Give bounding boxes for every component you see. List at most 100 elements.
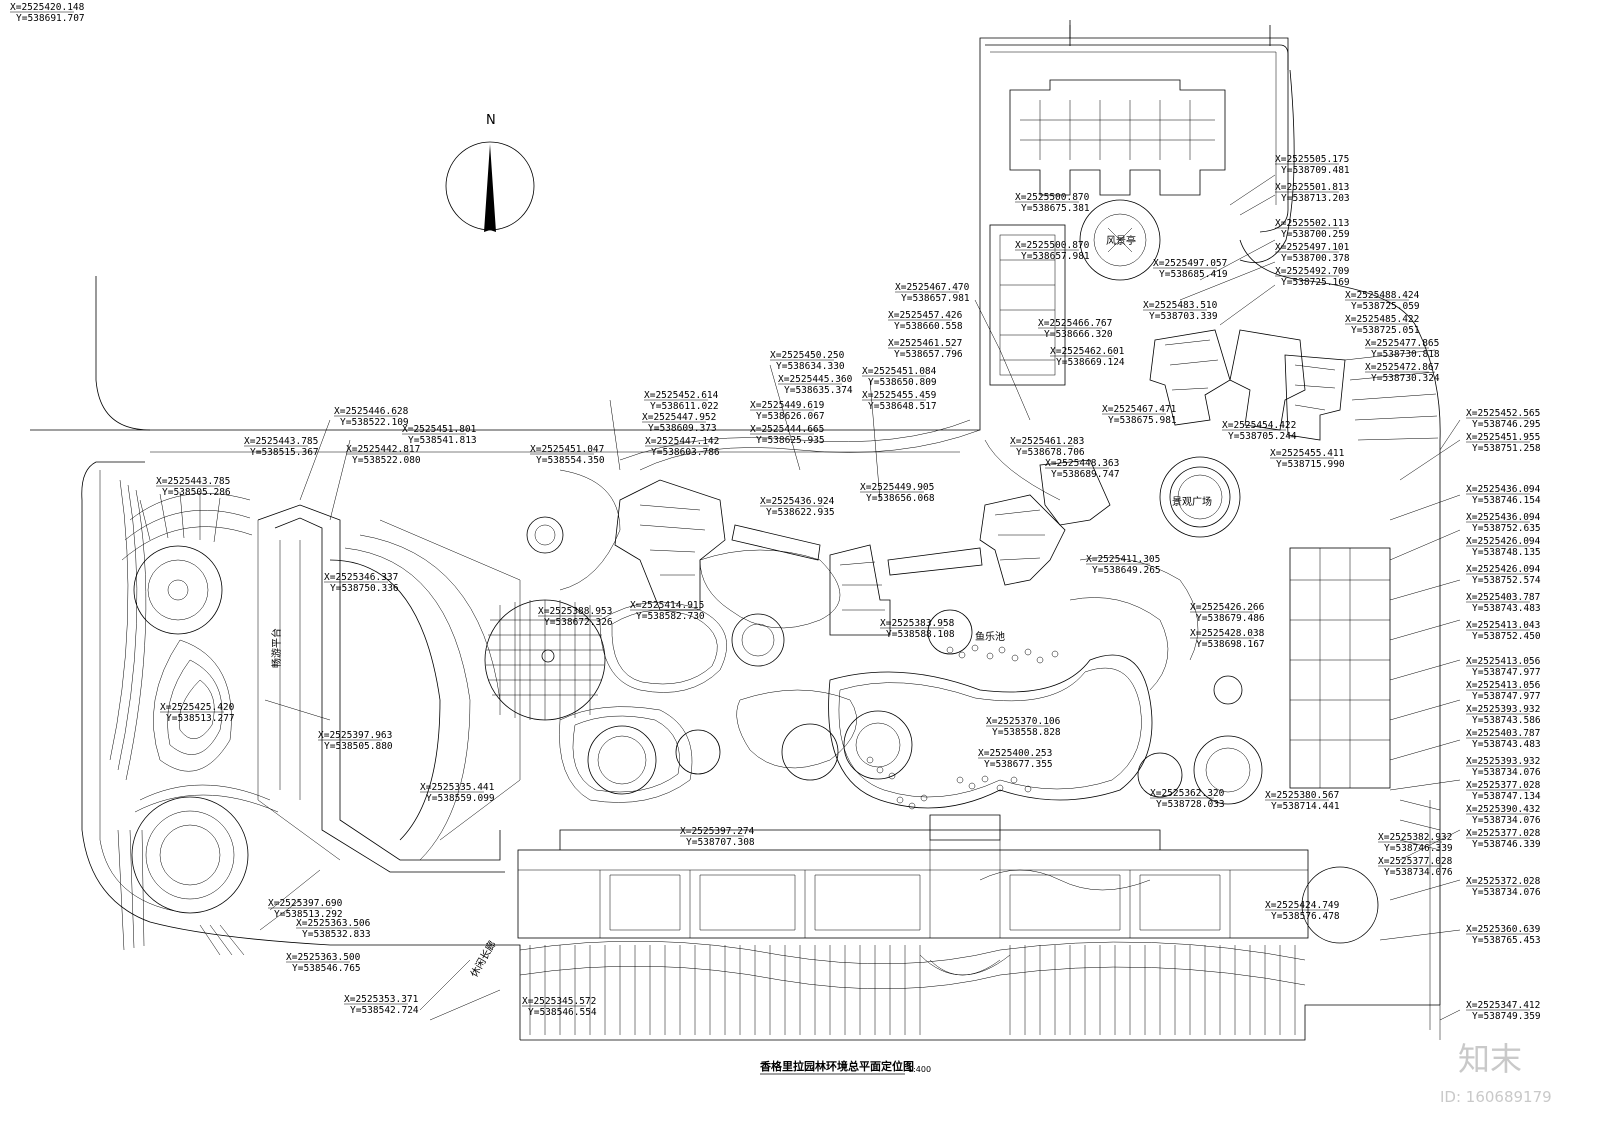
coordinate-y: Y=538715.990 [1276,459,1345,470]
coordinate-y: Y=538669.124 [1056,357,1125,368]
coordinate-x: X=2525377.028 [1466,828,1541,839]
coordinate-x: X=2525353.371 [344,994,419,1005]
coordinate-y: Y=538752.450 [1472,631,1541,642]
coordinate-y: Y=538648.517 [868,401,937,412]
watermark-id: ID: 160689179 [1440,1088,1552,1106]
coordinate-y: Y=538625.935 [756,435,825,446]
coordinate-x: X=2525397.690 [268,898,343,909]
coordinate-y: Y=538649.265 [1092,565,1161,576]
coordinate-y: Y=538743.483 [1472,739,1541,750]
coordinate-x: X=2525360.639 [1466,924,1541,935]
coordinate-x: X=2525442.817 [346,444,420,455]
coordinate-y: Y=538522.109 [340,417,409,428]
coordinate-x: X=2525461.527 [888,338,962,349]
coordinate-x: X=2525420.148 [10,2,85,13]
coordinate-y: Y=538747.977 [1472,691,1541,702]
coordinate-y: Y=538546.554 [528,1007,597,1018]
coordinate-y: Y=538558.828 [992,727,1061,738]
coordinate-x: X=2525426.094 [1466,536,1541,547]
coordinate-y: Y=538747.134 [1472,791,1541,802]
coordinate-y: Y=538576.478 [1271,911,1340,922]
coordinate-x: X=2525451.047 [530,444,604,455]
coordinate-y: Y=538746.154 [1472,495,1541,506]
coordinate-y: Y=538752.635 [1472,523,1541,534]
zone-label: 景观广场 [1172,495,1212,508]
coordinate-y: Y=538656.068 [866,493,935,504]
coordinate-y: Y=538705.244 [1228,431,1297,442]
coordinate-x: X=2525436.094 [1466,484,1541,495]
coordinate-x: X=2525452.614 [644,390,719,401]
coordinate-y: Y=538685.419 [1159,269,1228,280]
coordinate-x: X=2525424.749 [1265,900,1340,911]
buildings [517,79,1441,1035]
coordinate-y: Y=538713.203 [1281,193,1350,204]
coordinate-x: X=2525411.305 [1086,554,1160,565]
coordinate-y: Y=538698.167 [1196,639,1265,650]
coordinate-y: Y=538728.033 [1156,799,1225,810]
svg-text:畅游平台: 畅游平台 [270,628,283,668]
coordinate-x: X=2525413.043 [1466,620,1540,631]
coordinate-y: Y=538626.067 [756,411,825,422]
coordinate-x: X=2525388.953 [538,606,612,617]
coordinate-y: Y=538513.292 [274,909,343,920]
coordinate-y: Y=538734.076 [1472,767,1541,778]
coordinate-y: Y=538546.765 [292,963,361,974]
coordinate-y: Y=538748.135 [1472,547,1541,558]
coordinate-x: X=2525382.932 [1378,832,1452,843]
coordinate-y: Y=538750.336 [330,583,399,594]
pebble-pattern [866,644,1059,810]
coordinate-x: X=2525497.101 [1275,242,1350,253]
coordinate-x: X=2525370.106 [986,716,1061,727]
coordinate-y: Y=538765.453 [1472,935,1541,946]
coordinate-x: X=2525443.785 [244,436,318,447]
coordinate-x: X=2525413.056 [1466,680,1541,691]
coordinate-y: Y=538747.977 [1472,667,1541,678]
coordinate-x: X=2525472.867 [1365,362,1439,373]
coordinate-y: Y=538542.724 [350,1005,419,1016]
coordinate-y: Y=538700.378 [1281,253,1350,264]
svg-text:N: N [486,113,496,128]
coordinate-x: X=2525436.094 [1466,512,1541,523]
coordinate-y: Y=538752.574 [1472,575,1541,586]
coordinate-y: Y=538691.707 [16,13,85,24]
coordinate-x: X=2525497.057 [1153,258,1227,269]
coordinate-y: Y=538588.108 [886,629,955,640]
coordinate-y: Y=538666.320 [1044,329,1113,340]
coordinate-x: X=2525467.470 [895,282,970,293]
